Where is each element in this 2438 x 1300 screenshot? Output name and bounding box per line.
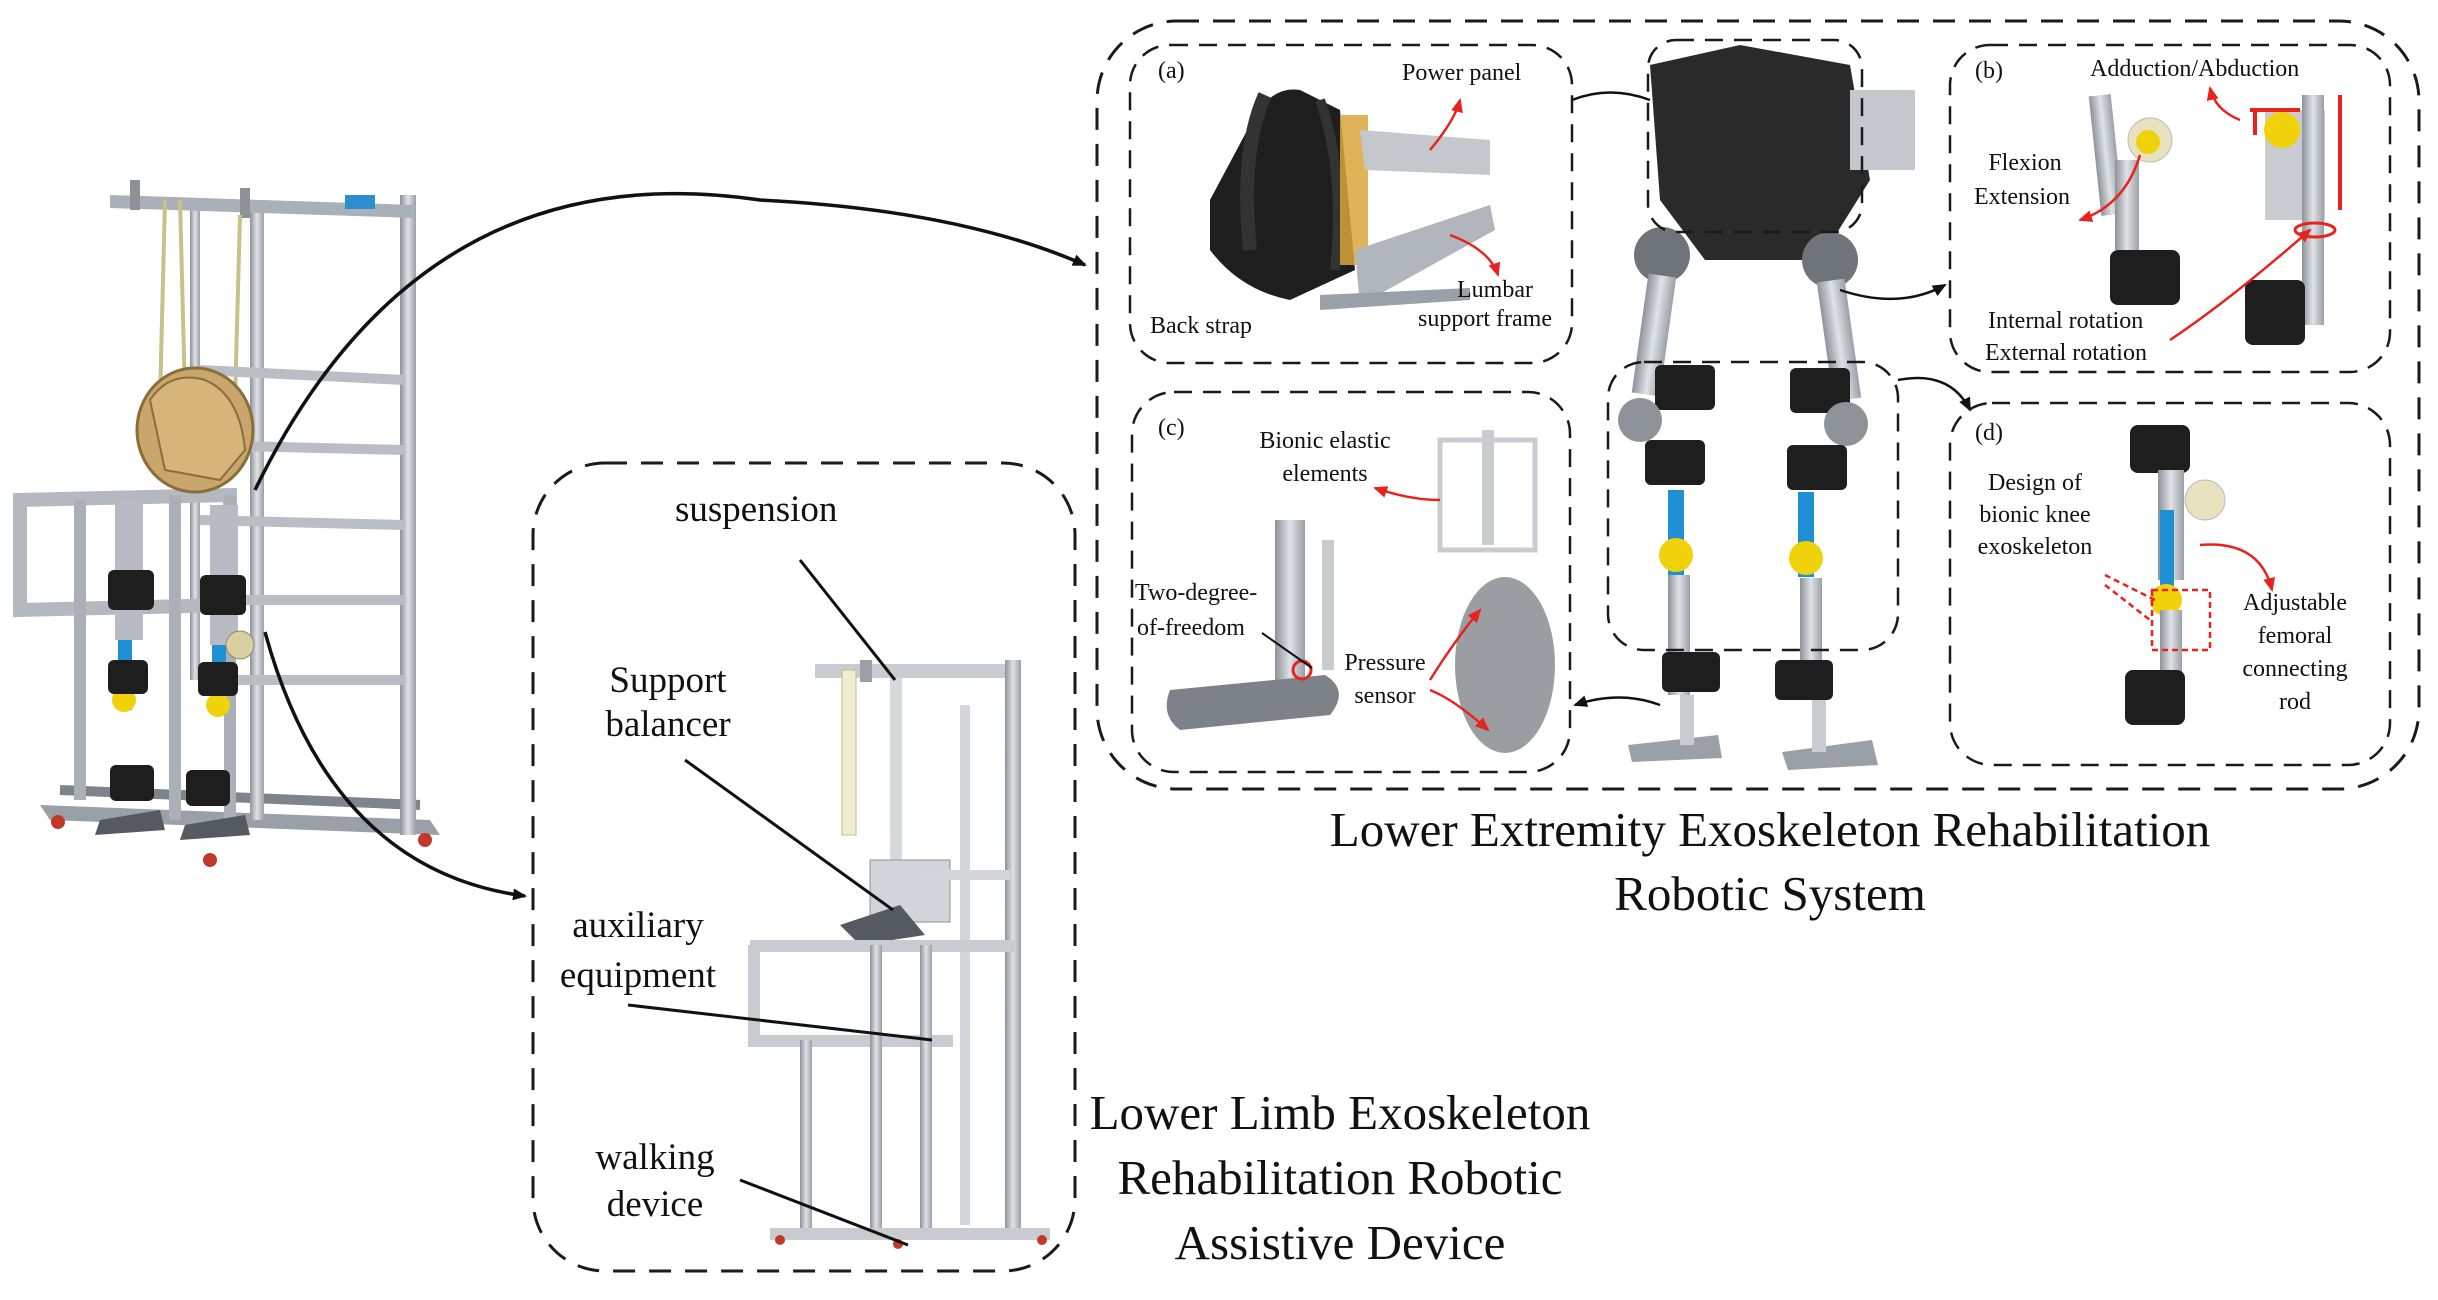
link-center-b [1839,283,1947,301]
link-center-d [1897,376,1972,412]
panel-b-tag: (b) [1975,58,2003,84]
label-pressure-1: Pressure [1344,650,1426,676]
label-adduction: Adduction/Abduction [2090,56,2300,82]
label-two-dof-1: Two-degree- [1135,580,1258,606]
arrow-adduction [2206,86,2241,122]
arrow-rotation [2169,228,2312,342]
link-a-center [1571,91,1651,102]
panel-a-tag: (a) [1158,58,1185,84]
system-title-line-2: Robotic System [1614,866,1926,921]
arrow-lumbar [1449,233,1501,277]
panel-d-knee [2125,425,2226,725]
label-extension: Extension [1974,184,2070,210]
leader-walking [739,1178,909,1247]
central-exoskeleton [1618,45,1915,770]
arrow-pressure-1 [1428,608,1482,681]
arrow-power-panel [1429,98,1463,151]
label-design-1: Design of [1988,470,2082,496]
device-detail-box [531,461,1077,1273]
label-two-dof-2: of-freedom [1137,615,1245,641]
leader-suspension [798,559,897,681]
rotation-ring [2293,221,2337,239]
label-walking-1: walking [595,1137,715,1178]
central-box-knee [1606,360,1900,652]
arrow-bionic [1373,486,1441,502]
leader-two-dof [1261,632,1313,669]
panel-c-tag: (c) [1158,415,1185,441]
device-title-line-1: Lower Limb Exoskeleton [1089,1085,1591,1140]
arrow-design [2104,573,2156,602]
panel-d-tag: (d) [1975,420,2003,446]
label-internal: Internal rotation [1988,308,2144,334]
label-auxiliary-1: auxiliary [572,905,704,946]
link-center-c [1573,695,1661,707]
arrow-flexion [2078,154,2142,222]
panel-a-backpack [1210,89,1495,310]
label-support-1: Support [609,660,727,701]
panel-b-hip [2088,94,2342,345]
label-bionic-1: Bionic elastic [1259,428,1391,454]
label-adjustable-3: connecting [2242,656,2348,682]
label-back-strap: Back strap [1150,313,1252,339]
label-walking-2: device [606,1184,704,1225]
panel-d-box [1948,401,2392,767]
arrow-pressure-2 [1429,688,1490,732]
label-support-2: balancer [605,704,731,745]
leader-support [684,758,894,912]
device-title-line-3: Assistive Device [1174,1215,1506,1270]
label-bionic-2: elements [1282,461,1368,487]
arrow-design-2 [2104,584,2151,621]
device-title-line-2: Rehabilitation Robotic [1117,1150,1563,1205]
label-auxiliary-2: equipment [559,955,717,996]
arrow-adjustable [2199,543,2276,592]
arrow-to-system [253,191,1087,491]
panel-a-box [1128,43,1574,365]
full-device-render [13,180,440,867]
system-detail-box [1095,19,2421,791]
label-lumbar-1: Lumbar [1457,277,1533,303]
central-box-top [1646,38,1864,234]
label-flexion: Flexion [1988,150,2062,176]
label-design-2: bionic knee [1979,502,2091,528]
label-adjustable-4: rod [2279,689,2311,715]
device-frame-drawing [748,660,1050,1249]
label-design-3: exoskeleton [1977,534,2093,560]
label-external: External rotation [1985,340,2147,366]
leader-auxiliary [627,1003,933,1042]
panel-b-box [1948,43,2392,374]
arrow-to-device [263,631,527,901]
system-title-line-1: Lower Extremity Exoskeleton Rehabilitati… [1329,802,2211,857]
label-pressure-2: sensor [1354,683,1416,709]
panel-c-box [1130,390,1572,774]
label-adjustable-2: femoral [2257,623,2333,649]
label-lumbar-2: support frame [1418,306,1552,332]
label-suspension: suspension [675,489,838,530]
label-adjustable-1: Adjustable [2243,590,2347,616]
label-power-panel: Power panel [1402,60,1522,86]
